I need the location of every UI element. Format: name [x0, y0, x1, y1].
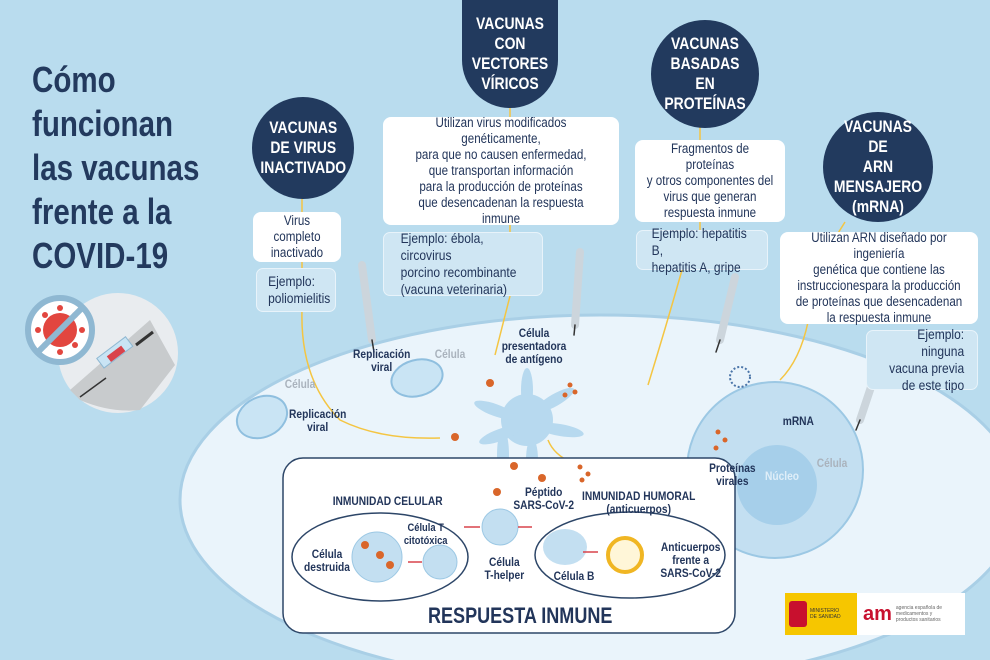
ministry-name: MINISTERIO DE SANIDAD [810, 608, 841, 620]
label-antibodies: Anticuerpos frente a SARS-CoV-2 [660, 540, 721, 580]
example-text: Ejemplo: poliomielitis [268, 273, 331, 306]
label-antigen-presenting-cell: Célula presentadora de antígeno [501, 326, 567, 366]
b-cell [543, 529, 587, 565]
label-viral-replication-middle: Replicación viral [353, 347, 411, 374]
label-peptide: Péptido SARS-CoV-2 [513, 485, 574, 512]
description-inactivated-virus: Virus completo inactivado [253, 212, 341, 262]
description-text: Virus completo inactivado [270, 213, 324, 260]
heading-inactivated-virus: VACUNAS DE VIRUS INACTIVADO [252, 97, 354, 199]
heading-text: VACUNAS DE VIRUS INACTIVADO [260, 118, 346, 177]
heading-text: VACUNAS DE ARN MENSAJERO (mRNA) [833, 117, 923, 216]
example-mrna: Ejemplo: ninguna vacuna previa de este t… [866, 326, 978, 393]
aemps-mark-icon: am [863, 602, 892, 625]
description-mrna: Utilizan ARN diseñado por ingeniería gen… [780, 230, 978, 325]
label-t-helper: Célula T-helper [484, 555, 525, 582]
heading-protein-based: VACUNAS BASADAS EN PROTEÍNAS [651, 20, 759, 128]
label-cell-left: Célula [284, 377, 316, 391]
heading-mrna: VACUNAS DE ARN MENSAJERO (mRNA) [823, 112, 933, 222]
ministry-logo: MINISTERIO DE SANIDAD [785, 593, 857, 635]
virus-particles [361, 379, 728, 569]
example-text: Ejemplo: ninguna vacuna previa de este t… [889, 326, 965, 393]
example-protein-based: Ejemplo: hepatitis B, hepatitis A, gripe [636, 225, 768, 275]
syringe-shadow [70, 320, 175, 411]
syringe-icon [79, 330, 154, 398]
arrows [408, 526, 598, 563]
heading-text: VACUNAS CON VECTORES VÍRICOS [471, 14, 549, 93]
cell-middle [390, 358, 444, 398]
cell-left [235, 394, 289, 440]
no-virus-icon [25, 295, 95, 365]
example-text: Ejemplo: ébola, circovirus porcino recom… [400, 230, 517, 297]
example-text: Ejemplo: hepatitis B, hepatitis A, gripe [651, 224, 747, 275]
example-inactivated-virus: Ejemplo: poliomielitis [256, 268, 336, 312]
label-cell-mrna: Célula [816, 456, 848, 470]
coat-of-arms-icon [789, 601, 807, 627]
label-viral-replication-left: Replicación viral [289, 407, 347, 434]
nucleus [737, 445, 817, 525]
logos-strip: MINISTERIO DE SANIDAD am agencia español… [785, 593, 965, 635]
sars-cov-2-virion [606, 536, 644, 574]
t-helper-cell [481, 508, 519, 546]
label-nucleus: Núcleo [765, 469, 800, 483]
agency-name: agencia española de medicamentos y produ… [895, 605, 943, 623]
label-mrna: mRNA [782, 414, 814, 428]
label-immune-response: RESPUESTA INMUNE [428, 603, 613, 628]
description-text: Fragmentos de proteínas y otros componen… [646, 141, 774, 220]
heading-viral-vector: VACUNAS CON VECTORES VÍRICOS [462, 0, 558, 108]
example-viral-vector: Ejemplo: ébola, circovirus porcino recom… [383, 230, 543, 297]
label-destroyed-cell: Célula destruida [304, 547, 350, 574]
description-text: Utilizan virus modificados genéticamente… [415, 115, 587, 226]
description-protein-based: Fragmentos de proteínas y otros componen… [635, 140, 785, 222]
label-cytotoxic-t-cell: Célula T citotóxica [403, 522, 448, 547]
heading-text: VACUNAS BASADAS EN PROTEÍNAS [664, 34, 746, 113]
description-text: Utilizan ARN diseñado por ingeniería gen… [795, 230, 963, 325]
cytotoxic-t-cell [422, 544, 458, 580]
label-humoral-immunity: INMUNIDAD HUMORAL (anticuerpos) [581, 489, 696, 516]
page-title: Cómo funcionan las vacunas frente a la C… [32, 59, 200, 276]
description-viral-vector: Utilizan virus modificados genéticamente… [383, 115, 619, 226]
label-cellular-immunity: INMUNIDAD CELULAR [332, 494, 443, 508]
label-cell-middle: Célula [434, 347, 466, 361]
label-b-cell: Célula B [553, 569, 595, 583]
agency-logo: am agencia española de medicamentos y pr… [857, 593, 942, 635]
label-viral-proteins: Proteínas virales [709, 461, 756, 488]
